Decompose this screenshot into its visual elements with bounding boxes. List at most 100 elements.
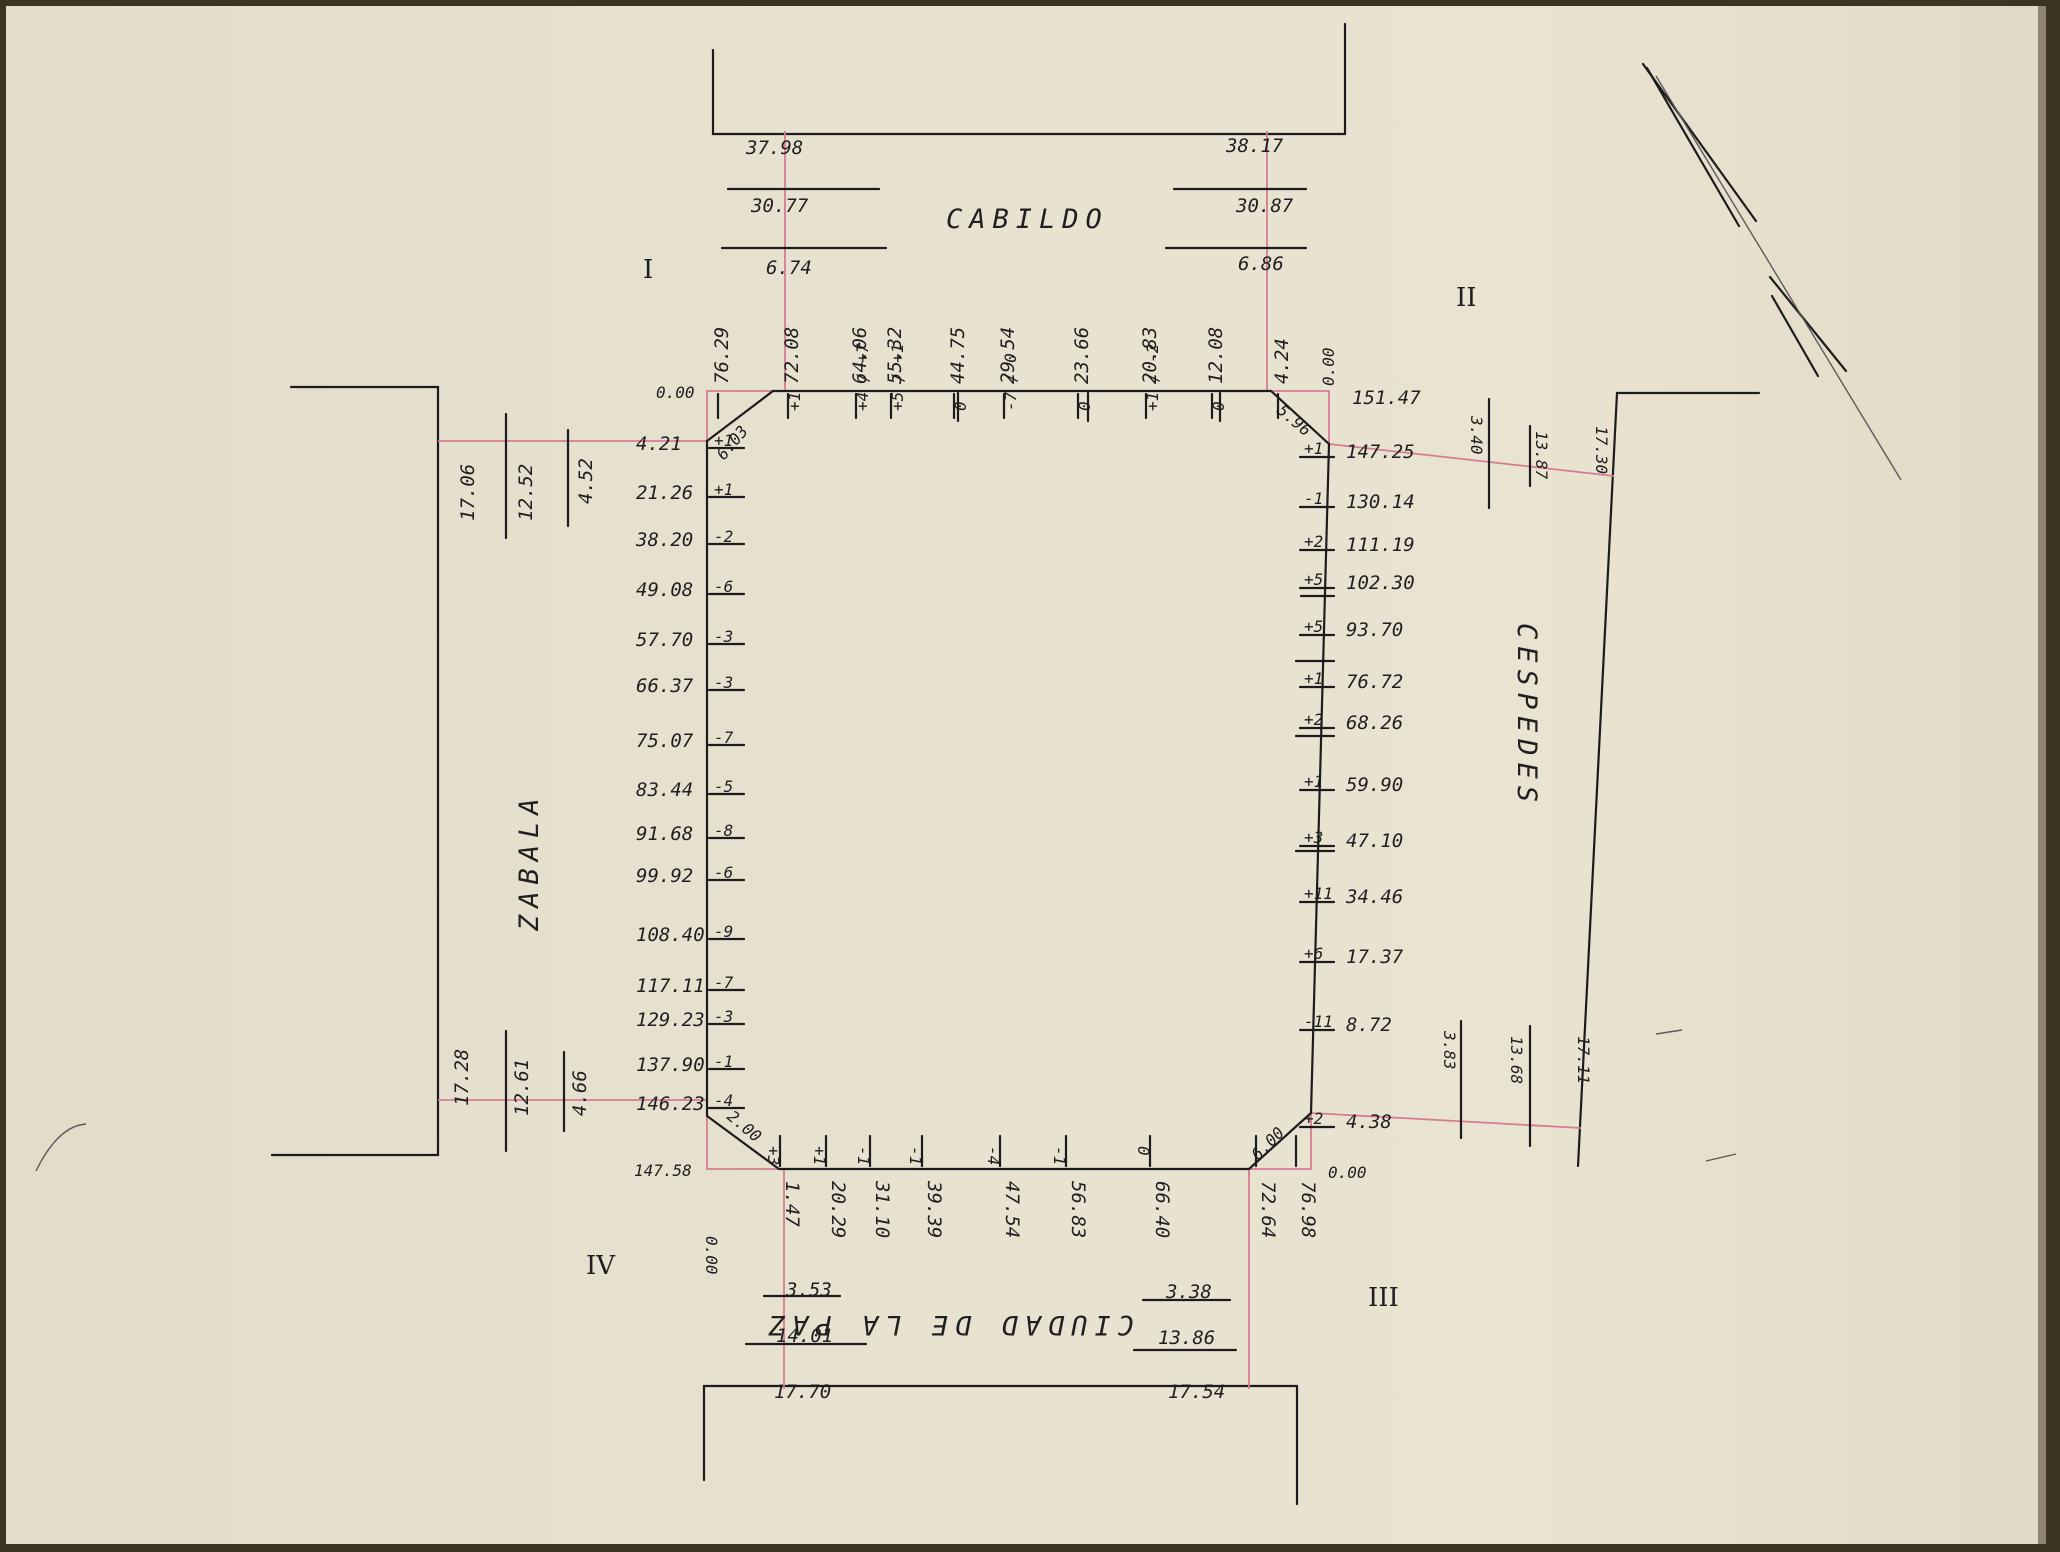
top-edge-chain: 55.32 bbox=[884, 327, 906, 384]
corner-label-se: III bbox=[1368, 1283, 1399, 1313]
corner-sw-total: 147.58 bbox=[634, 1161, 692, 1180]
bottom-edge-diff: -4 bbox=[984, 1146, 1003, 1165]
left-edge-diff: -1 bbox=[714, 1052, 733, 1071]
offset-right-top-1: 3.40 bbox=[1467, 415, 1486, 455]
red-line-right-bottom bbox=[1310, 1112, 1582, 1129]
left-edge-chain: 129.23 bbox=[636, 1009, 705, 1031]
top-edge-diff: +4 / +7 bbox=[853, 343, 872, 411]
bottom-edge-labels: 1.47+320.29+131.10-139.39-147.54-456.83-… bbox=[764, 1134, 1319, 1238]
left-edge-chain: 108.40 bbox=[636, 924, 705, 946]
right-edge-chain: 59.90 bbox=[1346, 774, 1403, 796]
stray-mark-right-2 bbox=[1655, 1029, 1683, 1035]
right-edge-diff: +6 bbox=[1304, 944, 1323, 963]
left-edge-diff: -7 bbox=[714, 728, 734, 747]
right-edge-diff: +3 bbox=[1304, 828, 1323, 847]
top-edge-diff: +5 / +1 bbox=[888, 344, 907, 411]
ciudad-de-la-paz-frontage-line bbox=[702, 1384, 1299, 1506]
top-edge-chain: 44.75 bbox=[947, 327, 969, 384]
cabildo-frontage-line bbox=[711, 22, 1347, 136]
left-edge-diff: -5 bbox=[714, 777, 733, 796]
bottom-edge-chain: 76.98 bbox=[1297, 1181, 1319, 1238]
street-name-zabala: ZABALA bbox=[514, 791, 545, 932]
left-edge-chain: 21.26 bbox=[636, 482, 693, 504]
left-edge-diff: -3 bbox=[714, 627, 733, 646]
corner-sw-zero: 0.00 bbox=[702, 1236, 721, 1275]
offset-top-left-1: 37.98 bbox=[745, 137, 803, 159]
left-edge-diff: -6 bbox=[714, 863, 733, 882]
offset-right-top-2: 13.87 bbox=[1532, 431, 1551, 480]
left-edge-diff: +1 bbox=[714, 431, 733, 450]
right-edge-diff: +11 bbox=[1304, 884, 1333, 903]
right-edge-chain: 102.30 bbox=[1346, 572, 1415, 594]
right-edge-diff: +1 bbox=[1304, 669, 1323, 688]
top-edge-diff: +1 / -2 bbox=[1143, 344, 1162, 411]
bottom-edge-chain: 72.64 bbox=[1257, 1181, 1279, 1238]
top-edge-chain: 4.24 bbox=[1271, 338, 1293, 384]
corner-label-ne: II bbox=[1456, 283, 1477, 313]
left-edge-chain: 38.20 bbox=[635, 529, 693, 551]
top-edge-diff: +1 bbox=[785, 392, 804, 411]
diagonal-line-4 bbox=[1770, 294, 1820, 378]
street-name-cabildo: CABILDO bbox=[946, 204, 1109, 235]
offset-bottom-left-2: 14.01 bbox=[776, 1325, 833, 1347]
offset-bottom-right-3: 17.54 bbox=[1168, 1381, 1225, 1403]
left-edge-chain: 117.11 bbox=[636, 975, 705, 997]
bottom-edge-chain: 47.54 bbox=[1001, 1181, 1023, 1238]
corner-ne-zero: 0.00 bbox=[1319, 347, 1338, 386]
bottom-edge-chain: 56.83 bbox=[1067, 1181, 1089, 1238]
corner-nw-zero: 0.00 bbox=[656, 383, 695, 402]
left-edge-diff: -7 bbox=[714, 973, 734, 992]
street-frontage-lines bbox=[270, 22, 1761, 1506]
right-edge-labels: 147.25+1130.14-1111.19+2102.30+593.70+57… bbox=[1298, 439, 1415, 1133]
block-survey-plan: CABILDO ZABALA CESPEDES CIUDAD DE LA PAZ… bbox=[35, 22, 1902, 1506]
left-edge-diff: -9 bbox=[714, 922, 733, 941]
corner-se-chamfer: 6.00 bbox=[1247, 1123, 1288, 1164]
right-edge-diff: +5 bbox=[1304, 617, 1323, 636]
red-corner-sw bbox=[706, 1100, 779, 1170]
corner-label-nw: I bbox=[643, 255, 653, 285]
bottom-edge-chain: 1.47 bbox=[781, 1181, 803, 1227]
offset-ticks-right bbox=[1459, 397, 1532, 1148]
right-edge-chain: 34.46 bbox=[1345, 886, 1403, 908]
right-edge-chain: 47.10 bbox=[1346, 830, 1403, 852]
offset-ticks-left bbox=[504, 412, 570, 1153]
right-edge-chain: 93.70 bbox=[1346, 619, 1403, 641]
corner-label-sw: IV bbox=[586, 1251, 616, 1281]
offset-top-right-3: 6.86 bbox=[1238, 253, 1284, 275]
offset-right-top-3: 17.30 bbox=[1592, 426, 1611, 474]
corner-sw-chamfer: 2.00 bbox=[723, 1107, 765, 1146]
corner-ne-total: 151.47 bbox=[1352, 387, 1421, 409]
right-edge-chain: 8.72 bbox=[1346, 1014, 1392, 1036]
diagonal-line-2 bbox=[1645, 66, 1741, 228]
offset-ticks-top bbox=[720, 187, 1308, 250]
top-edge-chain: 72.08 bbox=[781, 327, 803, 384]
top-edge-chain: 76.29 bbox=[711, 327, 733, 384]
right-edge-diff: +2 bbox=[1304, 1109, 1323, 1128]
street-name-cespedes: CESPEDES bbox=[1511, 623, 1542, 809]
top-edge-diff: -7 / 0 bbox=[1001, 353, 1020, 411]
right-edge-diff: +2 bbox=[1304, 532, 1323, 551]
left-edge-labels: 4.21+121.26+138.20-249.08-657.70-366.37-… bbox=[635, 431, 746, 1115]
zabala-frontage-line bbox=[270, 385, 440, 1157]
block-outline bbox=[705, 389, 1331, 1171]
offset-left-top-2: 12.52 bbox=[515, 464, 537, 521]
offset-right-bottom-1: 3.83 bbox=[1440, 1030, 1459, 1070]
diagonal-line-1 bbox=[1641, 62, 1758, 223]
left-edge-chain: 91.68 bbox=[636, 823, 693, 845]
offset-bottom-left-3: 17.70 bbox=[774, 1381, 831, 1403]
offset-top-right-2: 30.87 bbox=[1235, 195, 1294, 217]
bottom-edge-chain: 39.39 bbox=[923, 1180, 945, 1238]
left-edge-chain: 75.07 bbox=[636, 730, 694, 752]
offset-left-top-3: 4.52 bbox=[575, 458, 597, 504]
left-edge-diff: -3 bbox=[714, 673, 733, 692]
offset-top-right-1: 38.17 bbox=[1225, 135, 1284, 157]
edge-hatch-ticks bbox=[956, 391, 1336, 853]
red-line-right-top bbox=[1328, 443, 1615, 477]
top-edge-chain: 23.66 bbox=[1071, 327, 1093, 384]
offset-top-left-3: 6.74 bbox=[766, 257, 812, 279]
offset-left-bottom-1: 17.28 bbox=[451, 1049, 473, 1106]
right-edge-chain: 4.38 bbox=[1346, 1111, 1392, 1133]
stray-mark-right bbox=[1705, 1153, 1737, 1162]
right-edge-chain: 17.37 bbox=[1346, 946, 1404, 968]
